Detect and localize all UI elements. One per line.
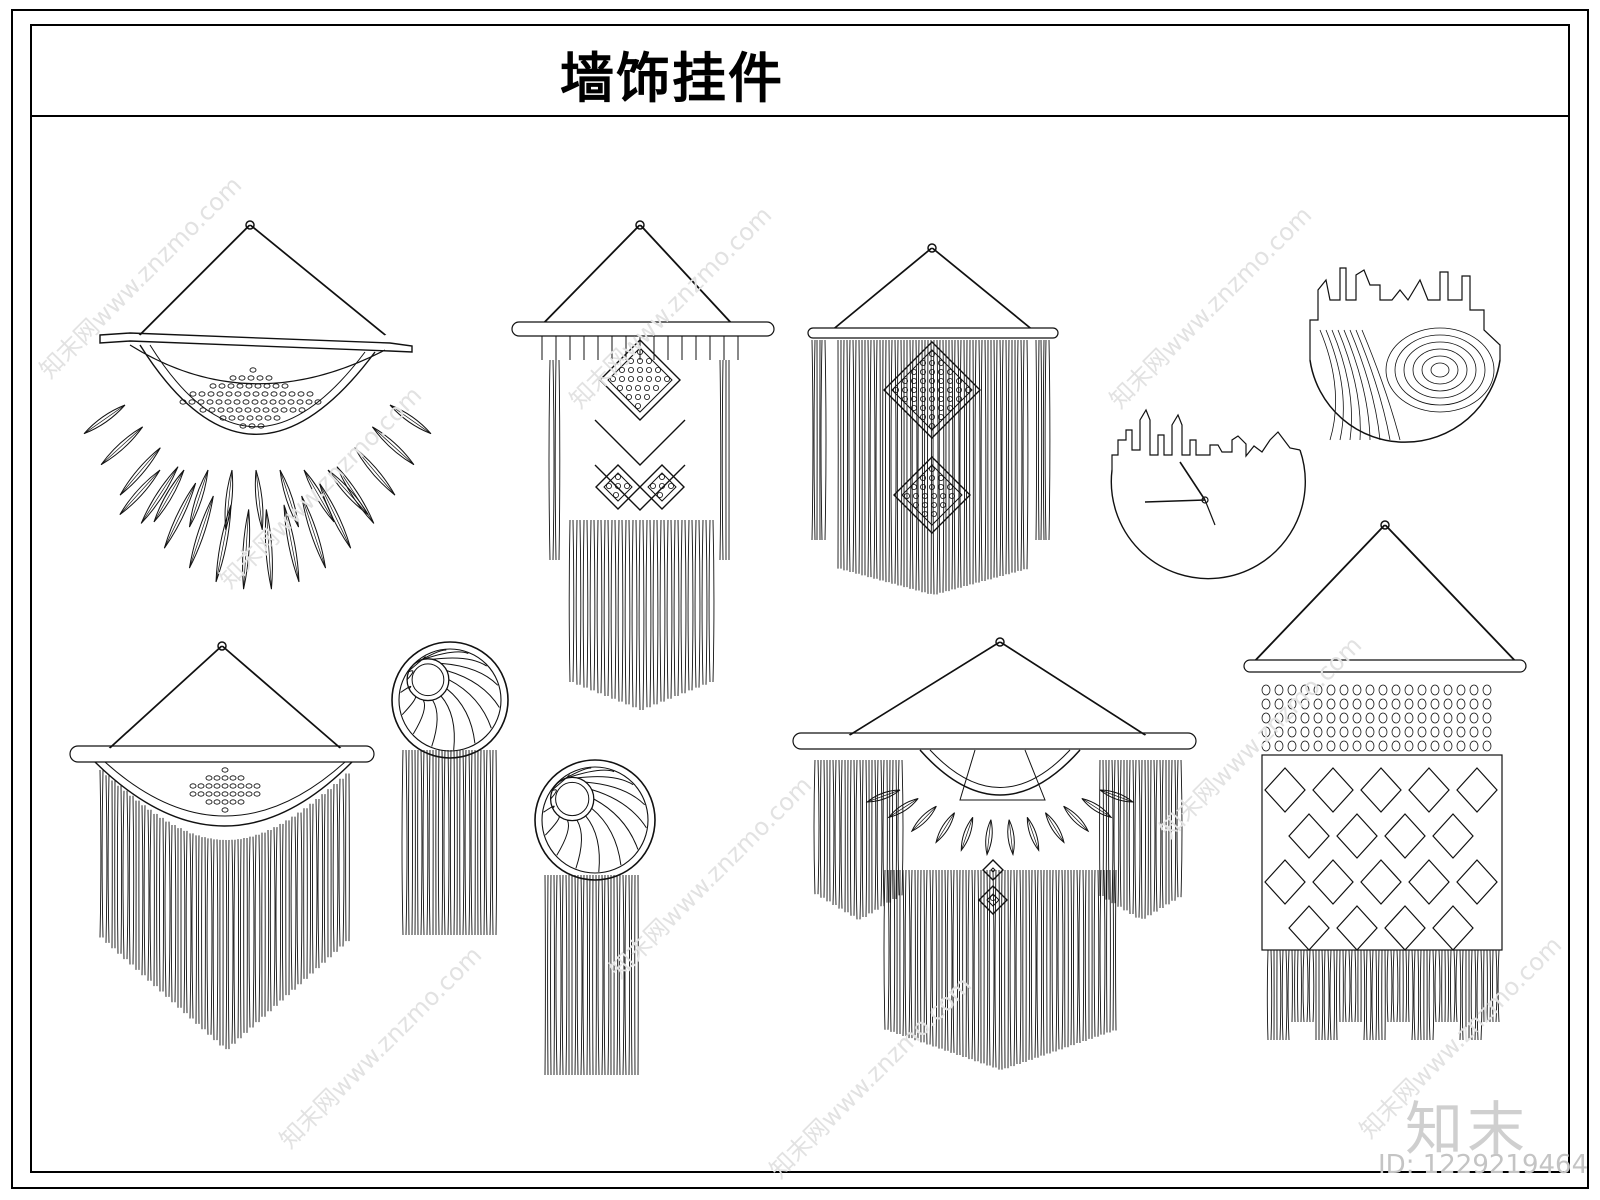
round-spiral-macrame-small — [391, 641, 509, 936]
skyline-wall-clock — [1110, 408, 1306, 580]
arched-fringe-macrame-hanging — [69, 641, 375, 1050]
sheet-title: 墙饰挂件 — [560, 47, 784, 110]
wood-grain-skyline-disc — [1309, 267, 1501, 443]
long-fringe-macrame-hanging — [511, 220, 775, 711]
round-spiral-macrame-large — [534, 759, 656, 1076]
feather-arch-macrame-hanging — [792, 637, 1197, 1070]
watermark-brand: 知末 — [1405, 1095, 1530, 1163]
feather-macrame-hanging — [83, 220, 432, 590]
asset-id: ID: 1229219464 — [1378, 1150, 1589, 1180]
inner-frame — [30, 24, 1570, 1173]
lattice-macrame-tapestry — [1243, 520, 1527, 1041]
diamond-pattern-macrame-hanging — [807, 243, 1059, 595]
outer-frame — [11, 9, 1589, 1189]
